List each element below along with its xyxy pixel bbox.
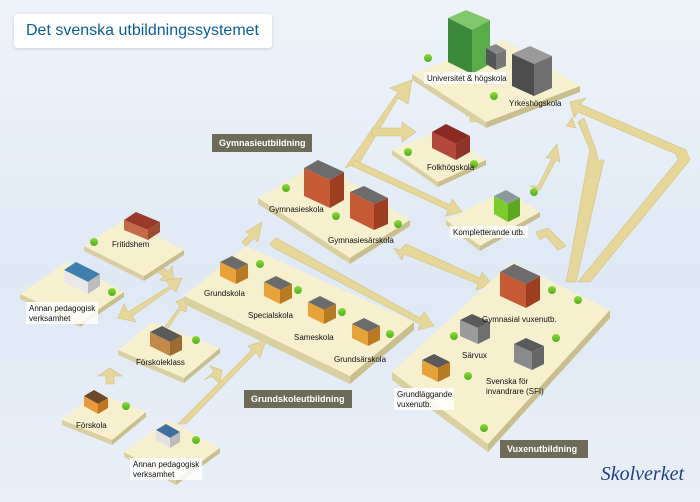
arrow-to-kompletterande [351,159,463,217]
building-specialskola-icon [264,276,292,304]
label-grundsarskola: Grundsärskola [334,355,387,364]
platform-kompletterande [446,190,540,251]
label-gymnasial-vuxen: Gymnasial vuxenutb. [482,315,557,324]
platform-gymnasie [258,162,410,264]
arrow-annan2-up [203,365,223,385]
section-vuxen-label: Vuxenutbildning [507,444,577,454]
building-universitet-icon [448,10,506,74]
section-tag-gymnasie: Gymnasieutbildning [212,134,312,152]
building-sfi-icon [514,338,544,370]
label-grundlaggande-line1: Grundläggande [397,390,453,399]
skolverket-logo: Skolverket [600,463,684,485]
arrow-gym-vuxen [393,243,493,291]
building-yrkeshogskola-icon [512,46,552,96]
label-sameskola: Sameskola [294,333,334,342]
label-sfi-line1: Svenska för [486,377,529,386]
building-forskola-icon [84,390,108,414]
label-universitet: Universitet & högskola [427,74,507,83]
building-sameskola-icon [308,296,336,324]
section-tag-grundskole: Grundskoleutbildning [244,390,352,408]
label-kompletterande: Kompletterande utb. [453,228,525,237]
trees [90,54,582,444]
building-folkhogskola-icon [432,124,470,160]
section-tag-vuxen: Vuxenutbildning [500,440,588,458]
label-annan-ped-2-line2: verksamhet [133,470,175,479]
arrow-annan-grund [117,277,183,323]
arrow-vuxen-loop [565,117,605,283]
arrow-forskola-up [97,367,123,385]
building-grundskola-icon [220,256,248,284]
building-grundsarskola-icon [352,318,380,346]
arrow-grund-to-vuxen [269,237,435,331]
label-grundskola: Grundskola [204,289,245,298]
section-gymnasie-label: Gymnasieutbildning [219,138,306,148]
section-grundskole-label: Grundskoleutbildning [251,394,345,404]
arrow-to-folkhogskola [371,121,417,143]
building-kompletterande-icon [494,190,520,222]
arrow-grund-to-gym [241,221,263,247]
building-gymnasiesarskola-icon [350,186,388,230]
building-annan-ped-1-icon [64,262,100,294]
label-gymnasieskola: Gymnasieskola [269,205,324,214]
label-gymnasiesarskola: Gymnasiesärskola [328,236,394,245]
flow-arrows [97,79,691,425]
building-sarvux-icon [460,314,490,344]
building-gymnasial-vuxen-icon [500,264,540,308]
label-annan-ped-1-line1: Annan pedagogisk [29,304,96,313]
arrow-vuxen-to-komp [535,227,567,251]
label-grundlaggande-line2: vuxenutb. [397,400,432,409]
label-specialskola: Specialskola [248,311,293,320]
building-forskoleklass-icon [150,326,182,356]
building-grundlaggande-icon [422,354,450,382]
building-gymnasieskola-icon [304,160,344,208]
label-folkhogskola: Folkhögskola [427,163,475,172]
label-sarvux: Särvux [462,351,487,360]
label-fritidshem: Fritidshem [112,240,150,249]
arrow-vuxen-loop-2 [565,117,577,129]
building-fritidshem-icon [124,212,160,240]
page-title: Det svenska utbildningssystemet [14,14,272,48]
label-annan-ped-1-line2: verksamhet [29,314,71,323]
buildings [64,10,552,448]
label-forskola: Förskola [76,421,107,430]
label-yrkeshogskola: Yrkeshögskola [509,99,562,108]
platform-fritidshem [84,220,184,281]
arrow-vuxen-to-uni [569,97,691,283]
label-sfi-line2: invandrare (SFI) [486,387,544,396]
arrow-komp-up [529,143,561,191]
label-annan-ped-2-line1: Annan pedagogisk [133,460,200,469]
label-forskoleklass: Förskoleklass [136,358,185,367]
building-annan-ped-2-icon [156,424,180,448]
